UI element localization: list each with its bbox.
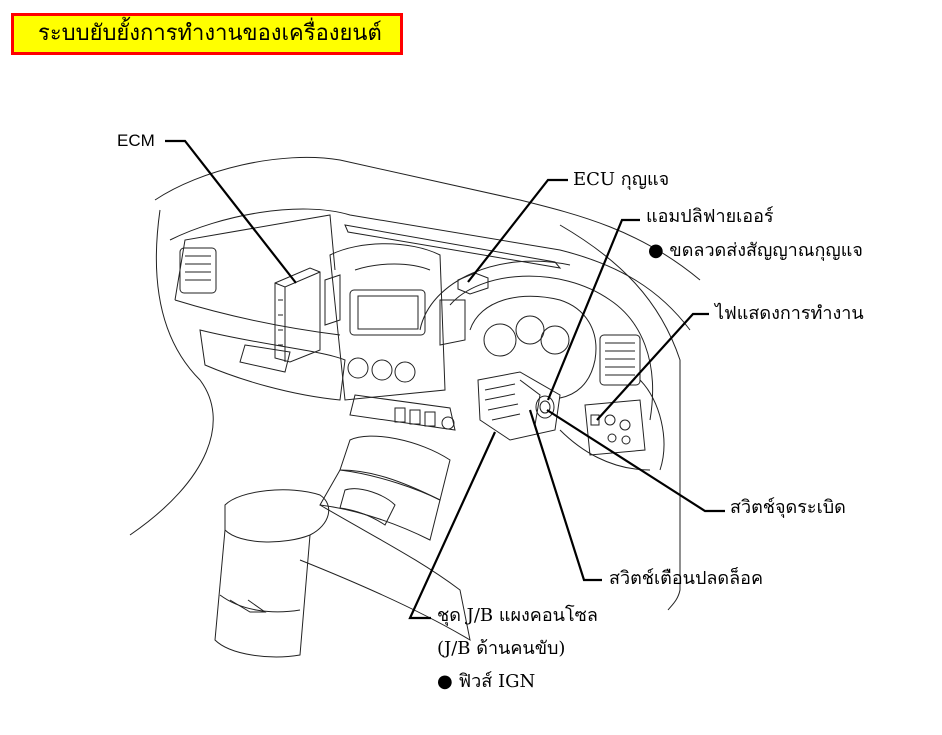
label-ecu-key: ECU กุญแจ — [573, 169, 670, 190]
dashboard-outline — [129, 156, 701, 658]
page-title: ระบบยับยั้งการทำงานของเครื่องยนต์ — [38, 21, 382, 46]
label-unlock-warning-switch: สวิตช์เตือนปลดล็อค — [609, 568, 763, 589]
label-indicator-light: ไฟแสดงการทำงาน — [715, 303, 864, 324]
label-ecm: ECM — [117, 131, 155, 150]
leader-ecm — [165, 139, 297, 284]
leader-ecu-key — [467, 178, 568, 283]
label-amplifier: แอมปลิฟายเออร์ — [646, 206, 774, 227]
leader-indicator — [596, 312, 709, 421]
title-banner: ระบบยับยั้งการทำงานของเครื่องยนต์ — [11, 13, 403, 55]
leader-jb — [408, 431, 497, 620]
leader-amplifier — [546, 218, 640, 401]
label-jb-note: ● ฟิวส์ IGN — [437, 671, 536, 692]
leader-ignition-switch — [546, 409, 725, 513]
label-amplifier-note: ● ขดลวดส่งสัญญาณกุญแจ — [648, 240, 863, 261]
leader-lines — [165, 139, 725, 620]
leader-unlock-warning — [528, 409, 602, 582]
label-ignition-switch: สวิตช์จุดระเบิด — [730, 497, 846, 518]
label-jb-line2: (J/B ด้านคนขับ) — [437, 638, 566, 659]
label-jb-line1: ชุด J/B แผงคอนโซล — [437, 605, 598, 626]
